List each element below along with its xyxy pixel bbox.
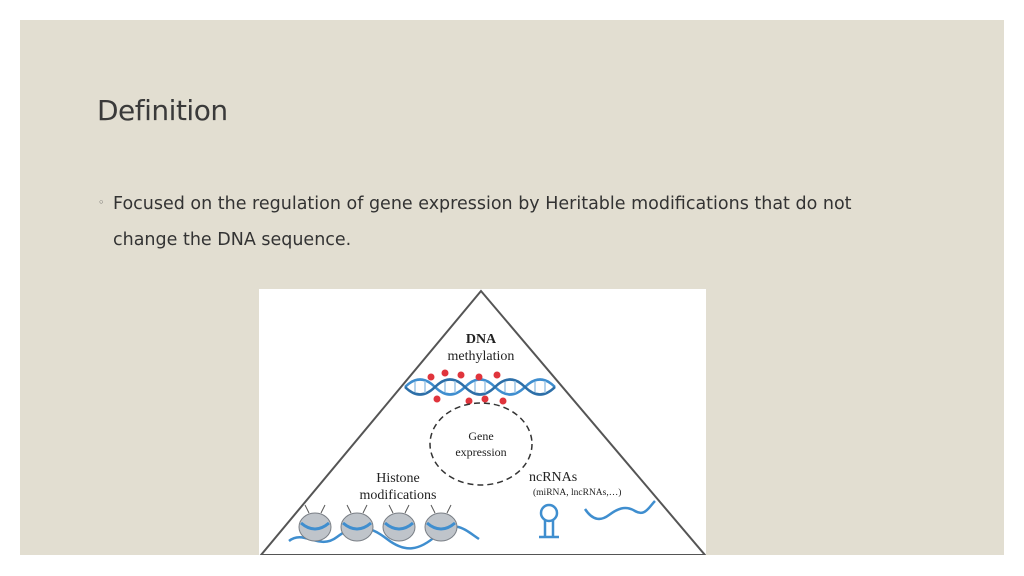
slide: Definition ◦ Focused on the regulation o… xyxy=(20,20,1004,555)
ncrnas-sublabel: (miRNA, lncRNAs,…) xyxy=(533,487,621,498)
bullet-text: Focused on the regulation of gene expres… xyxy=(113,194,852,250)
epigenetics-triangle-diagram: DNA methylation xyxy=(259,289,706,555)
ncrnas-label: ncRNAs xyxy=(529,470,577,485)
methyl-group-icons xyxy=(427,369,507,405)
dna-helix-icon xyxy=(404,378,556,396)
bullet-item: ◦ Focused on the regulation of gene expr… xyxy=(98,186,938,258)
slide-title: Definition xyxy=(97,94,228,127)
histone-label: Histone xyxy=(376,471,420,486)
gene-expression-circle xyxy=(429,402,533,486)
triangle-outline xyxy=(259,289,706,555)
epigenetics-figure: DNA methylation xyxy=(259,289,706,555)
dna-label: DNA xyxy=(466,332,497,347)
mirna-hairpin-icon xyxy=(539,503,559,539)
modifications-label: modifications xyxy=(360,488,437,503)
expression-label: expression xyxy=(455,445,506,459)
gene-label: Gene xyxy=(468,429,493,443)
lncrna-strand-icon xyxy=(583,500,656,521)
methylation-label: methylation xyxy=(448,349,515,364)
nucleosome-icons xyxy=(288,504,480,550)
circle-bullet-icon: ◦ xyxy=(98,196,105,209)
